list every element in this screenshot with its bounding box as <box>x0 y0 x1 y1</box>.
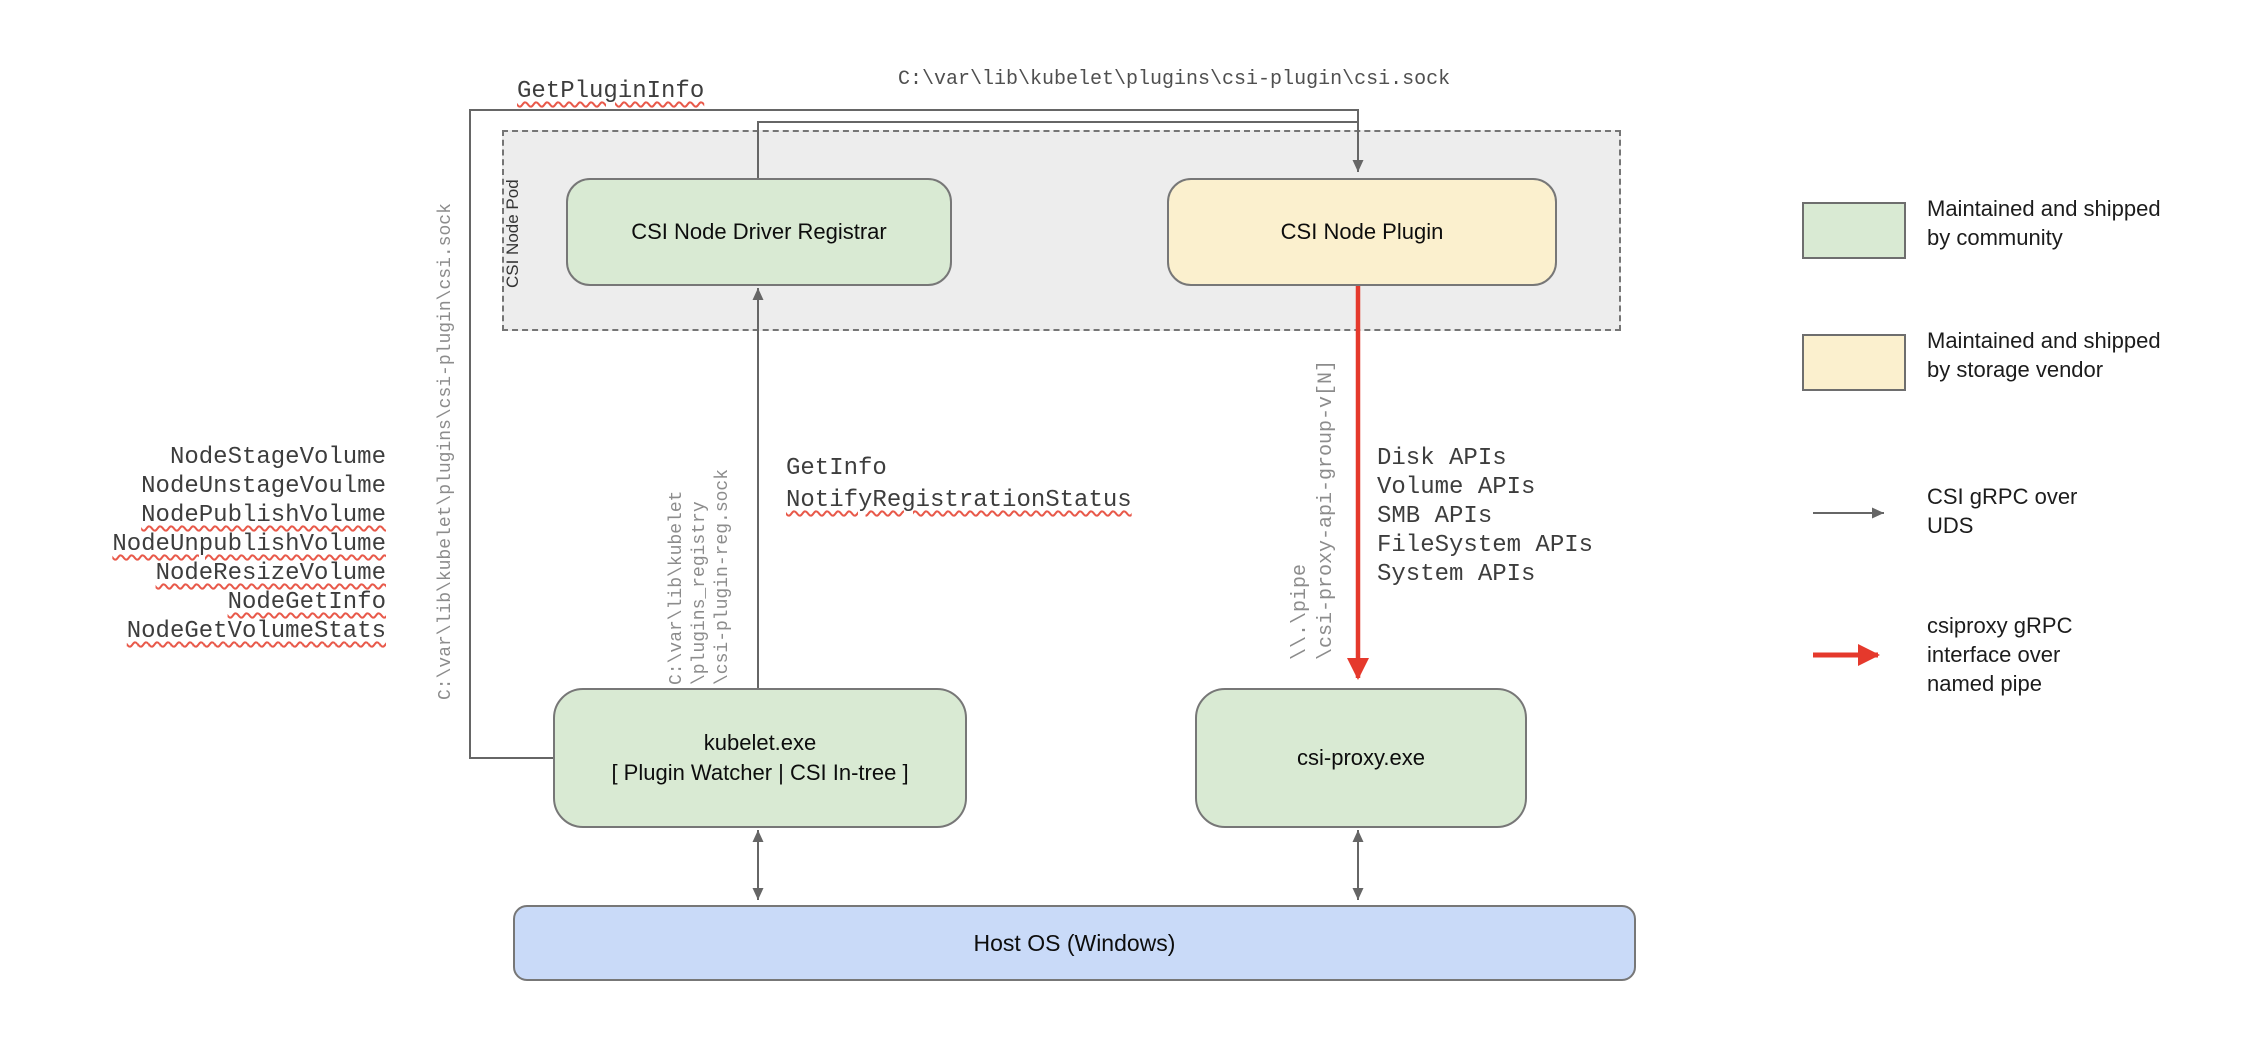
reg-sock-path-line: \plugins_registry <box>690 501 710 685</box>
csi-sock-path-top-label: C:\var\lib\kubelet\plugins\csi-plugin\cs… <box>898 68 1451 91</box>
node-rpc-item: NodeGetVolumeStats <box>126 618 386 645</box>
legend-community-label: Maintained and shipped by community <box>1927 194 2161 252</box>
get-plugin-info-label: GetPluginInfo <box>517 78 705 105</box>
get-info-label: GetInfo <box>786 455 887 482</box>
node-rpc-item: NodeUnstageVoulme <box>141 473 386 500</box>
host-os-label: Host OS (Windows) <box>973 930 1176 956</box>
csi-node-pod-label: CSI Node Pod <box>503 179 522 288</box>
legend-vendor-swatch <box>1802 334 1906 391</box>
csi-proxy-label: csi-proxy.exe <box>1297 745 1425 770</box>
node-rpc-item: NodeResizeVolume <box>155 560 386 587</box>
arrow-registrar-to-plugin <box>757 121 1358 178</box>
reg-sock-path-line: C:\var\lib\kubelet <box>667 490 687 685</box>
api-group-item: SMB APIs <box>1377 503 1493 530</box>
csi-node-plugin-label: CSI Node Plugin <box>1280 219 1444 244</box>
api-group-item: Disk APIs <box>1377 445 1507 472</box>
kubelet-label-line: [ Plugin Watcher | CSI In-tree ] <box>611 760 909 785</box>
api-group-item: Volume APIs <box>1377 474 1536 501</box>
kubelet-box: kubelet.exe [ Plugin Watcher | CSI In-tre… <box>553 688 967 828</box>
reg-sock-path-label: C:\var\lib\kubelet\plugins_registry\csi-… <box>666 469 735 685</box>
named-pipe-path-line: \\.\pipe <box>1289 563 1312 660</box>
legend-community-line: Maintained and shipped <box>1927 196 2161 221</box>
csi-node-driver-registrar-box: CSI Node Driver Registrar <box>566 178 952 286</box>
notify-registration-status-label: NotifyRegistrationStatus <box>786 487 1132 514</box>
api-group-item: FileSystem APIs <box>1377 532 1594 559</box>
host-os-box: Host OS (Windows) <box>513 905 1636 981</box>
csi-proxy-box: csi-proxy.exe <box>1195 688 1527 828</box>
api-group-item: System APIs <box>1377 561 1536 588</box>
legend-community-line: by community <box>1927 225 2063 250</box>
legend-vendor-line: by storage vendor <box>1927 357 2104 382</box>
legend-vendor-line: Maintained and shipped <box>1927 328 2161 353</box>
legend-namedpipe-line: interface over <box>1927 642 2061 667</box>
reg-sock-path-line: \csi-plugin-reg.sock <box>713 468 733 685</box>
legend-namedpipe-line: named pipe <box>1927 671 2042 696</box>
legend-uds-line: UDS <box>1927 513 1974 538</box>
legend-community-swatch <box>1802 202 1906 259</box>
node-rpc-item: NodeGetInfo <box>227 589 386 616</box>
named-pipe-path-line: \csi-proxy-api-group-v[N] <box>1315 359 1338 660</box>
node-rpc-item: NodePublishVolume <box>141 502 386 529</box>
node-rpc-item: NodeStageVolume <box>169 444 386 471</box>
node-rpc-item: NodeUnpublishVolume <box>112 531 386 558</box>
csi-sock-path-left-label: C:\var\lib\kubelet\plugins\csi-plugin\cs… <box>436 203 456 700</box>
arrow-kubelet-to-plugin <box>469 109 1364 759</box>
legend-uds-line: CSI gRPC over <box>1927 484 2078 509</box>
legend-vendor-label: Maintained and shipped by storage vendor <box>1927 326 2161 384</box>
legend-namedpipe-label: csiproxy gRPC interface over named pipe <box>1927 611 2072 698</box>
csi-node-driver-registrar-label: CSI Node Driver Registrar <box>631 219 887 244</box>
named-pipe-path-label: \\.\pipe\csi-proxy-api-group-v[N] <box>1288 360 1340 660</box>
legend-namedpipe-line: csiproxy gRPC <box>1927 613 2073 638</box>
kubelet-label-line: kubelet.exe <box>703 730 817 755</box>
csi-node-plugin-box: CSI Node Plugin <box>1167 178 1557 286</box>
